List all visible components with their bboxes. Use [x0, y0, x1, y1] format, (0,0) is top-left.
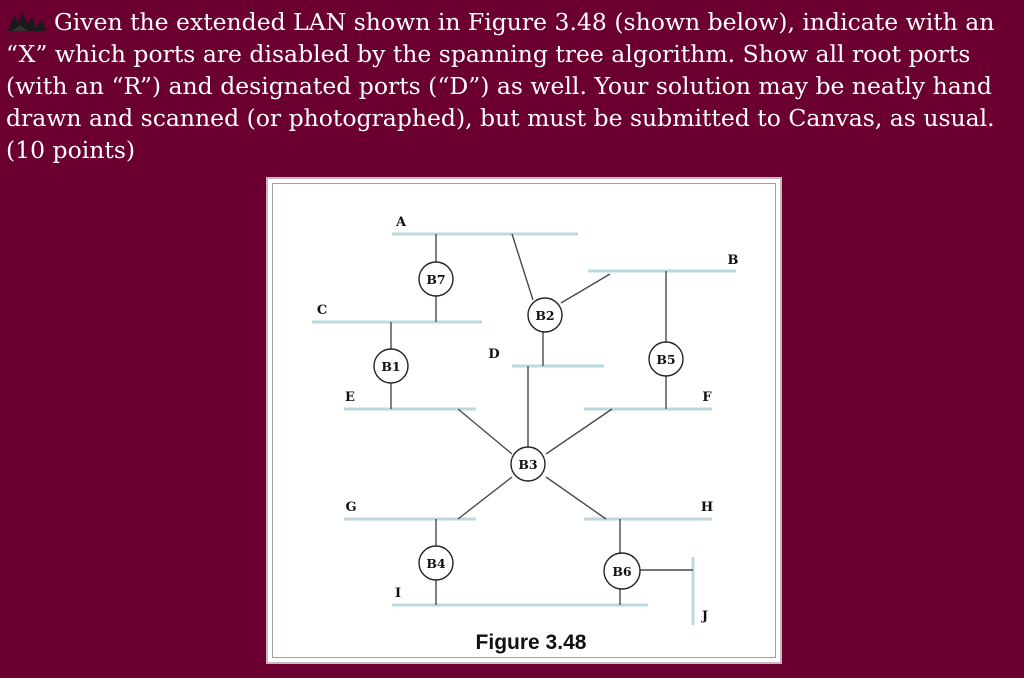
bridge-b5: B5 [648, 341, 684, 377]
bridge-links [390, 233, 693, 605]
bridge-label: B6 [612, 564, 632, 579]
question-text: Given the extended LAN shown in Figure 3… [6, 8, 995, 164]
lan-label-e: E [345, 390, 355, 405]
bridge-label: B2 [535, 308, 554, 323]
question-text-block: Given the extended LAN shown in Figure 3… [6, 6, 1018, 166]
bridge-label: B1 [381, 359, 400, 374]
bridge-label: B3 [518, 457, 537, 472]
lan-label-b: B [728, 253, 739, 268]
lan-label-j: J [701, 609, 708, 624]
bridge-b1: B1 [373, 348, 409, 384]
bridge-b7: B7 [418, 261, 454, 297]
figure-inner-border [272, 183, 776, 658]
lan-label-f: F [702, 390, 712, 405]
lan-label-a: A [395, 215, 407, 230]
lan-label-i: I [395, 586, 401, 601]
bridge-label: B7 [426, 272, 445, 287]
lan-label-d: D [488, 347, 499, 362]
figure-frame [266, 177, 782, 664]
lan-label-g: G [345, 500, 356, 515]
bridge-b4: B4 [418, 545, 454, 581]
figure-caption: Figure 3.48 [476, 631, 587, 654]
bridge-b2: B2 [527, 297, 563, 333]
lan-label-c: C [317, 303, 327, 318]
bridge-b6: B6 [603, 552, 641, 590]
bridge-b3: B3 [510, 446, 546, 482]
bridge-label: B5 [656, 352, 675, 367]
logo-icon [6, 9, 54, 33]
bridge-label: B4 [426, 556, 446, 571]
lan-label-h: H [701, 500, 713, 515]
